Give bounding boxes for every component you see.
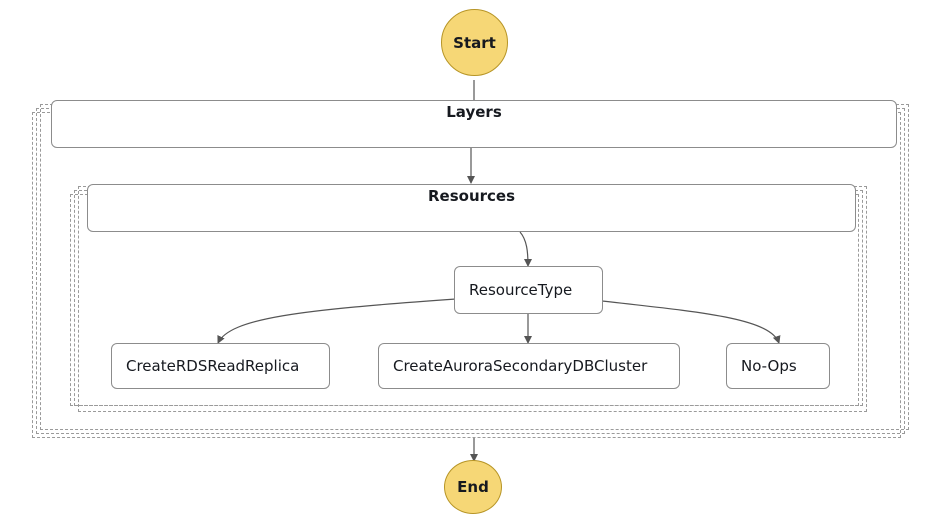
create-rds-read-replica-state[interactable]: CreateRDSReadReplica — [111, 343, 330, 389]
end-state[interactable]: End — [444, 460, 502, 514]
resource-type-choice-state[interactable]: ResourceType — [454, 266, 603, 314]
layers-map-state[interactable]: Layers — [51, 100, 897, 148]
layers-map-title: Layers — [446, 103, 502, 121]
no-ops-state[interactable]: No-Ops — [726, 343, 830, 389]
create-aurora-secondary-db-cluster-state[interactable]: CreateAuroraSecondaryDBCluster — [378, 343, 680, 389]
resources-map-state[interactable]: Resources — [87, 184, 856, 232]
start-state[interactable]: Start — [441, 9, 508, 76]
resources-map-title: Resources — [427, 187, 516, 205]
